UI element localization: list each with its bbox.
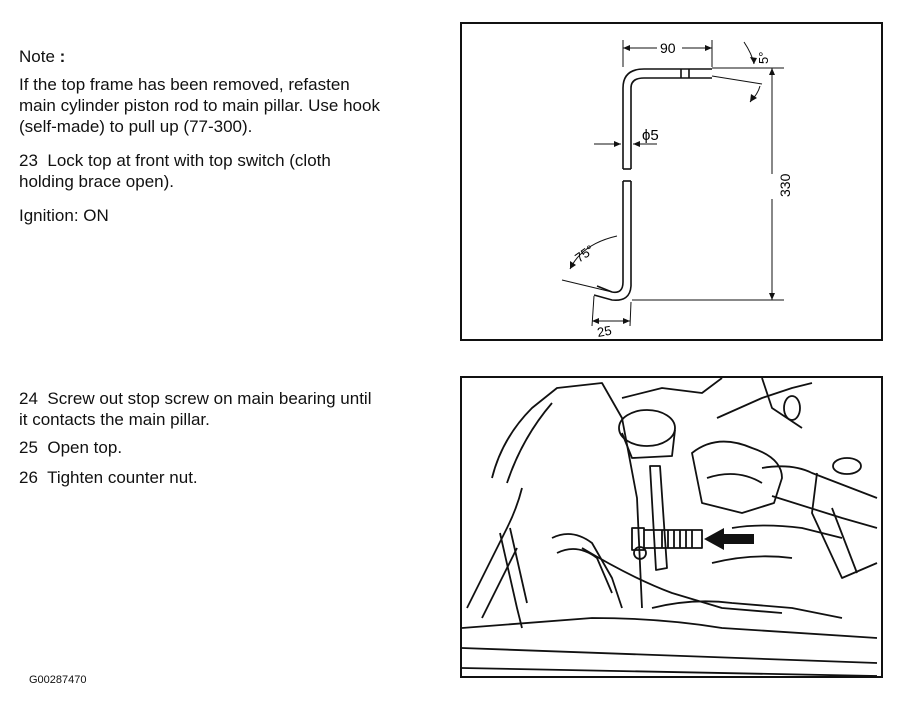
step-text: Lock top at front with top switch (cloth [47, 151, 331, 170]
note-line-1: If the top frame has been removed, refas… [19, 75, 350, 94]
step-23-line-2: holding brace open). [19, 172, 175, 191]
step-23-line-1: 23 Lock top at front with top switch (cl… [19, 150, 331, 171]
note-line-2: main cylinder piston rod to main pillar.… [19, 96, 380, 115]
note-heading: Note : [19, 46, 65, 67]
note-colon: : [59, 47, 66, 66]
step-25: 25 Open top. [19, 437, 122, 458]
step-text: Open top. [47, 438, 123, 457]
dim-foot-label: 25 [596, 323, 613, 339]
step-number: 23 [19, 151, 38, 170]
ignition-label: Ignition: [19, 206, 79, 225]
hook-diagram-frame: 90 5° ϕ5 330 75° 25 [460, 22, 883, 341]
main-bearing-illustration [461, 377, 878, 677]
figure-id: G00287470 [29, 674, 87, 686]
dim-angle-top-label: 5° [756, 52, 771, 64]
hook-diagram: 90 5° ϕ5 330 75° 25 [561, 40, 793, 340]
step-24-line-2: it contacts the main pillar. [19, 410, 210, 429]
step-text: Tighten counter nut. [47, 468, 198, 487]
step-number: 26 [19, 468, 38, 487]
step-number: 24 [19, 389, 38, 408]
step-24-line-1: 24 Screw out stop screw on main bearing … [19, 388, 371, 409]
note-line-3: (self-made) to pull up (77-300). [19, 117, 253, 136]
ignition-line: Ignition: ON [19, 205, 109, 226]
mechanism-illustration-frame [460, 376, 883, 678]
step-number: 25 [19, 438, 38, 457]
note-label: Note [19, 47, 55, 66]
dim-diameter-label: ϕ5 [642, 127, 659, 144]
dim-height-label: 330 [777, 173, 793, 197]
dim-width-label: 90 [660, 40, 676, 56]
ignition-value: ON [83, 206, 109, 225]
step-26: 26 Tighten counter nut. [19, 467, 198, 488]
direction-arrow-icon [704, 528, 754, 550]
step-text: Screw out stop screw on main bearing unt… [47, 389, 372, 408]
